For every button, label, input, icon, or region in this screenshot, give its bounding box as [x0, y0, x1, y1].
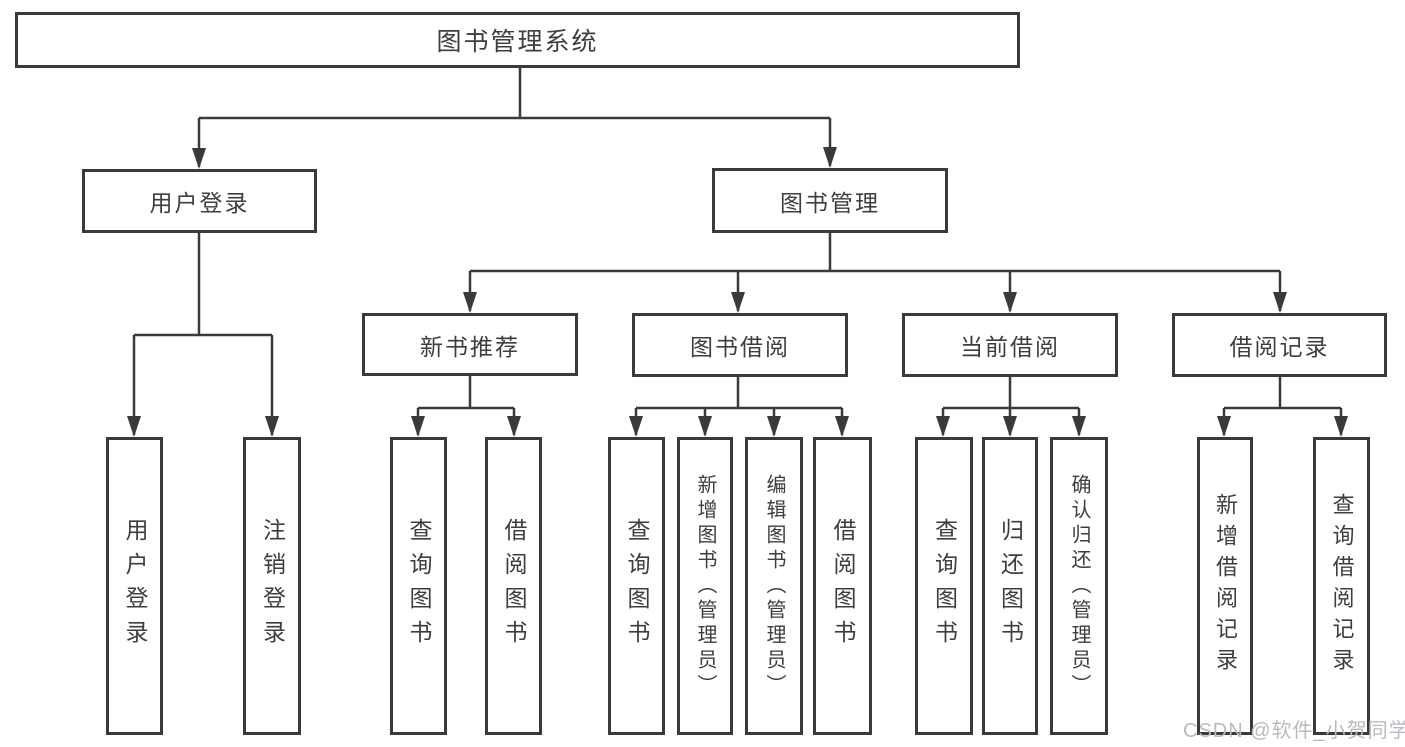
node-book-borrow: 图书借阅 — [632, 313, 848, 377]
leaf-confirm-return-admin-label: 确认归还（管理员） — [1068, 473, 1090, 699]
leaf-confirm-return-admin: 确认归还（管理员） — [1050, 437, 1108, 735]
leaf-user-login-label: 用户登录 — [122, 518, 148, 654]
leaf-add-books-admin: 新增图书（管理员） — [677, 437, 733, 735]
leaf-query-books-borrow: 查询图书 — [608, 437, 665, 735]
edge-arrows — [127, 118, 1348, 437]
node-root-system-label: 图书管理系统 — [436, 28, 599, 56]
leaf-add-borrow-record-label: 新增借阅记录 — [1213, 493, 1238, 679]
node-book-management-branch: 图书管理 — [712, 168, 948, 233]
leaf-borrow-books: 借阅图书 — [813, 437, 872, 735]
leaf-query-books-recommend-label: 查询图书 — [406, 518, 432, 654]
leaf-add-books-admin-label: 新增图书（管理员） — [694, 473, 716, 699]
edge-trunks — [134, 68, 1341, 410]
leaf-query-books-current-label: 查询图书 — [931, 518, 958, 654]
leaf-borrow-books-recommend-label: 借阅图书 — [501, 518, 527, 654]
node-current-borrow-label: 当前借阅 — [960, 334, 1060, 360]
node-borrow-records-label: 借阅记录 — [1229, 334, 1330, 360]
node-book-management-branch-label: 图书管理 — [780, 189, 880, 216]
node-new-book-recommend-label: 新书推荐 — [420, 333, 520, 360]
leaf-query-books-current: 查询图书 — [915, 437, 973, 735]
leaf-borrow-books-recommend: 借阅图书 — [485, 437, 542, 735]
leaf-user-login: 用户登录 — [106, 437, 163, 735]
node-current-borrow: 当前借阅 — [902, 313, 1118, 377]
leaf-borrow-books-label: 借阅图书 — [830, 518, 856, 654]
leaf-query-borrow-record-label: 查询借阅记录 — [1329, 493, 1355, 679]
node-user-login-branch-label: 用户登录 — [149, 190, 250, 216]
leaf-add-borrow-record: 新增借阅记录 — [1197, 437, 1253, 735]
leaf-logout: 注销登录 — [243, 437, 301, 735]
leaf-return-books: 归还图书 — [982, 437, 1038, 735]
leaf-query-borrow-record: 查询借阅记录 — [1313, 437, 1370, 735]
leaf-logout-label: 注销登录 — [259, 518, 286, 654]
node-root-system: 图书管理系统 — [15, 12, 1020, 68]
node-new-book-recommend: 新书推荐 — [362, 313, 578, 376]
leaf-query-books-borrow-label: 查询图书 — [624, 518, 650, 654]
leaf-query-books-recommend: 查询图书 — [390, 437, 447, 735]
leaf-return-books-label: 归还图书 — [997, 518, 1024, 654]
node-user-login-branch: 用户登录 — [82, 169, 317, 233]
leaf-edit-books-admin: 编辑图书（管理员） — [745, 437, 803, 735]
node-borrow-records: 借阅记录 — [1172, 313, 1387, 377]
leaf-edit-books-admin-label: 编辑图书（管理员） — [763, 473, 785, 699]
node-book-borrow-label: 图书借阅 — [690, 334, 790, 360]
watermark: CSDN @软件_小贺同学 — [1183, 720, 1405, 742]
